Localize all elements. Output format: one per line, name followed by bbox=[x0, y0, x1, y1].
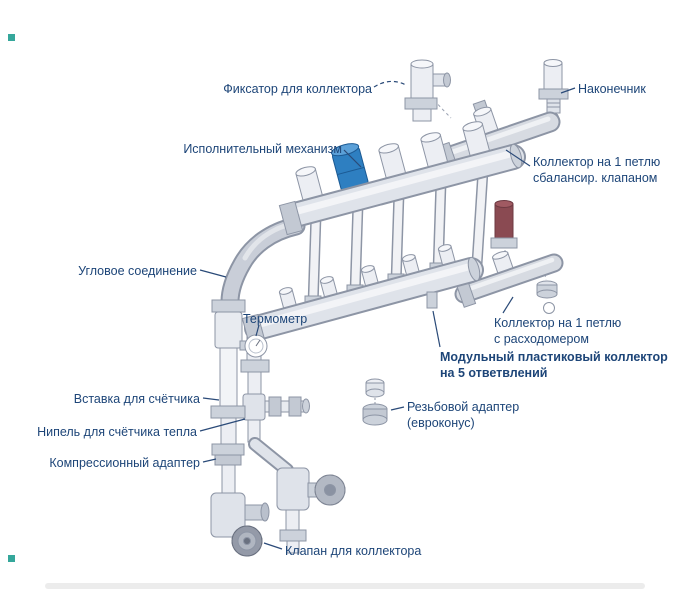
label-collector-fixator: Фиксатор для коллектора bbox=[223, 82, 372, 96]
leader-actuator bbox=[343, 149, 362, 168]
leader-collector-flowmeter bbox=[502, 296, 514, 314]
label-tip: Наконечник bbox=[578, 82, 646, 96]
leader-threaded-adapter bbox=[390, 406, 405, 411]
manifold-top-bar bbox=[278, 121, 526, 236]
label-collector-balancing: Коллектор на 1 петлю сбалансир. клапаном bbox=[533, 154, 660, 187]
leader-fixator bbox=[373, 80, 407, 88]
manifold-bottom-bar bbox=[241, 244, 484, 349]
label-collector-valve: Клапан для коллектора bbox=[285, 544, 422, 558]
leader-lines bbox=[199, 80, 576, 550]
label-line: Модульный пластиковый коллектор bbox=[440, 350, 668, 364]
return-pipe-assembly bbox=[240, 333, 346, 554]
leader-collector-valve bbox=[263, 542, 283, 550]
balancing-valve-maroon bbox=[490, 200, 518, 249]
label-meter-insert: Вставка для счётчика bbox=[73, 392, 200, 406]
thermometer-dial bbox=[239, 334, 268, 358]
label-line: Коллектор на 1 петлю bbox=[533, 155, 661, 169]
leader-nipple bbox=[199, 418, 246, 432]
leader-tip bbox=[560, 87, 576, 94]
loop-connecting-tubes bbox=[304, 169, 489, 307]
label-threaded-adapter: Резьбовой адаптер (евроконус) bbox=[407, 399, 519, 432]
artifact-square-top bbox=[8, 34, 15, 41]
tip-part bbox=[538, 59, 569, 120]
collector-fixator-part bbox=[404, 59, 451, 122]
valve-knob bbox=[231, 525, 263, 557]
label-actuator: Исполнительный механизм bbox=[183, 142, 342, 156]
bottom-shadow bbox=[45, 583, 645, 589]
label-modular-collector: Модульный пластиковый коллектор на 5 отв… bbox=[440, 349, 668, 382]
leader-thermometer bbox=[255, 324, 260, 337]
leader-meter-insert bbox=[202, 397, 220, 401]
heat-meter-nipple-part bbox=[264, 396, 310, 417]
label-collector-flowmeter: Коллектор на 1 петлю с расходомером bbox=[494, 315, 621, 348]
supply-pipe-assembly bbox=[210, 299, 270, 557]
artifact-square-bottom bbox=[8, 555, 15, 562]
collector-valve-part bbox=[210, 492, 270, 557]
label-line: (евроконус) bbox=[407, 416, 475, 431]
second-valve-part bbox=[276, 467, 346, 554]
collector-flowmeter-part bbox=[454, 200, 564, 314]
label-line: сбалансир. клапаном bbox=[533, 171, 658, 186]
label-line: на 5 ответвлений bbox=[440, 366, 548, 381]
label-line: Резьбовой адаптер bbox=[407, 400, 520, 414]
label-line: с расходомером bbox=[494, 332, 589, 347]
eurocone-adapter-parts bbox=[362, 378, 388, 426]
label-compression-adapter: Компрессионный адаптер bbox=[49, 456, 200, 470]
leader-angle-connection bbox=[199, 269, 227, 278]
flowmeter-exploded-rings bbox=[536, 280, 558, 314]
leader-collector-balancing bbox=[505, 149, 531, 167]
second-valve-knob bbox=[314, 474, 346, 506]
leader-compression-adapter bbox=[202, 458, 217, 463]
leader-modular-collector bbox=[432, 310, 441, 348]
label-nipple: Нипель для счётчика тепла bbox=[37, 425, 197, 439]
label-thermometer: Термометр bbox=[243, 312, 308, 326]
label-line: Коллектор на 1 петлю bbox=[494, 316, 622, 330]
label-angle-connection: Угловое соединение bbox=[78, 264, 197, 278]
